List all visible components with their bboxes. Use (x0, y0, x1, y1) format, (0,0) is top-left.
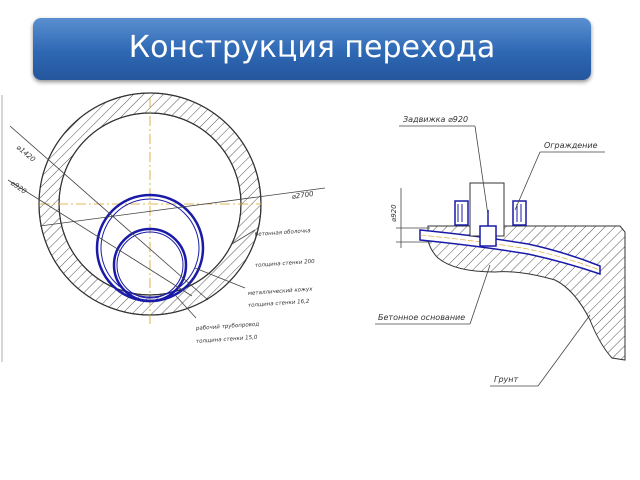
leader-base (469, 264, 491, 325)
dim-outer-label: ⌀2700 (291, 190, 314, 201)
dimension-line-pipe (7, 179, 193, 297)
elevation-drawing: ⌀920 Задвижка ⌀920 Ограждение Бетонное о… (375, 115, 626, 387)
dim-vertical-label: ⌀920 (390, 204, 398, 222)
note-metal-line1: металлический кожух (248, 286, 314, 297)
note-concrete-line1: бетонная оболочка (255, 228, 312, 238)
valve-gate (479, 225, 497, 247)
leader-valve (474, 125, 489, 216)
dimension-line-outer (39, 187, 326, 227)
note-concrete-line2: толщина стенки 200 (255, 259, 316, 269)
working-pipe-inner (116, 231, 184, 299)
soil-label: Грунт (494, 375, 519, 384)
cross-section-drawing: ⌀1420 ⌀920 ⌀2700 бетонная оболочка толщи… (1, 92, 326, 362)
fence-label: Ограждение (544, 141, 598, 150)
leader-soil (537, 314, 591, 387)
base-label: Бетонное основание (378, 313, 465, 322)
leader-fence (514, 151, 541, 211)
leader-metal (194, 267, 246, 289)
note-pipe-line1: рабочий трубопровод (195, 322, 260, 332)
metal-casing-inner (100, 198, 200, 298)
leader-concrete (231, 229, 256, 245)
title-banner: Конструкция перехода (33, 18, 591, 80)
slide-title: Конструкция перехода (128, 30, 496, 65)
note-metal-line2: толщина стенки 16,2 (248, 299, 310, 309)
dimension-line-main (9, 125, 209, 301)
note-pipe-line2: толщина стенки 15,0 (196, 335, 258, 345)
leader-pipe (175, 295, 197, 319)
working-pipe (112, 227, 188, 303)
fence-post-right (512, 200, 527, 226)
dim-pipe-label: ⌀920 (9, 179, 28, 196)
valve-label: Задвижка ⌀920 (403, 115, 468, 124)
pipe-axis (419, 234, 601, 271)
